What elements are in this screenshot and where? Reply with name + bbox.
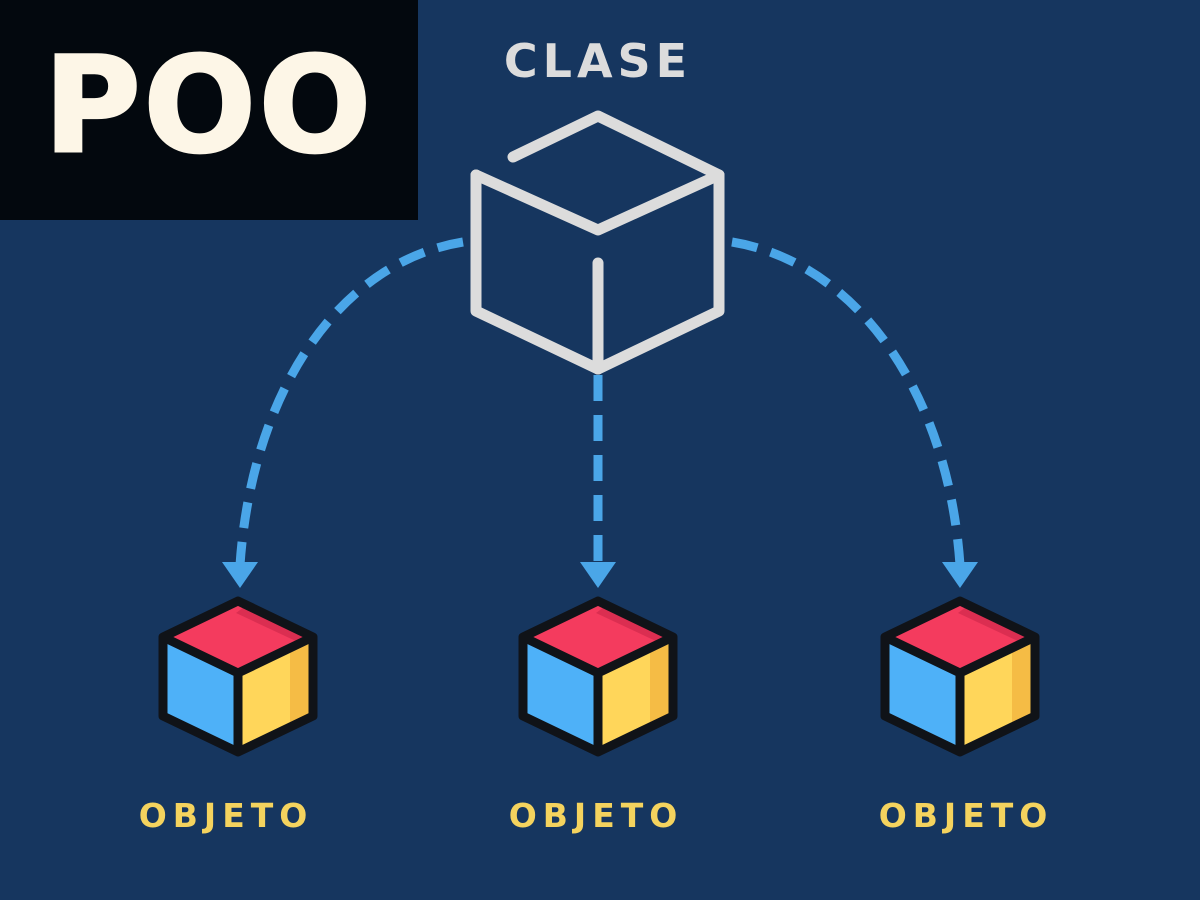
arrow-right — [731, 237, 978, 588]
arrow-left — [222, 237, 464, 588]
class-cube-icon — [470, 110, 725, 375]
object-label-1: OBJETO — [138, 796, 314, 835]
object-cube-icon-3 — [880, 596, 1040, 757]
arrow-center — [580, 375, 616, 588]
object-label-3: OBJETO — [878, 796, 1054, 835]
object-label-2: OBJETO — [508, 796, 684, 835]
title-badge: POO — [0, 0, 418, 220]
title-text: POO — [42, 29, 375, 183]
class-label: CLASE — [503, 34, 693, 88]
object-cube-icon-1 — [158, 596, 318, 757]
object-cube-icon-2 — [518, 596, 678, 757]
